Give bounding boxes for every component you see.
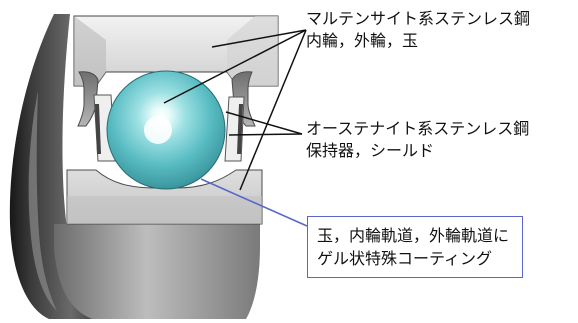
material-2-label: オーステナイト系ステンレス鋼 保持器，シールド xyxy=(306,118,529,162)
inner-ring-shadow xyxy=(67,196,262,224)
outer-ring-side-right xyxy=(227,16,278,86)
outer-side-highlight xyxy=(28,91,57,311)
material-1-line-2: 内輪，外輪，玉 xyxy=(306,31,419,50)
material-1-leaders xyxy=(163,29,307,191)
inner-body-lower xyxy=(54,224,260,319)
coating-line-1: 玉，内輪軌道，外輪軌道に xyxy=(317,226,510,245)
left-retainer-dark xyxy=(95,104,101,154)
material-2-line-1: オーステナイト系ステンレス鋼 xyxy=(306,119,530,138)
ball-highlight xyxy=(144,116,172,144)
material-1-line-1: マルテンサイト系ステンレス鋼 xyxy=(306,9,531,28)
coating-leader xyxy=(200,178,308,227)
left-shield xyxy=(77,71,99,127)
coating-line-2: ゲル状特殊コーティング xyxy=(317,249,493,268)
material-1-label: マルテンサイト系ステンレス鋼 内輪，外輪，玉 xyxy=(306,8,530,52)
material-2-line-2: 保持器，シールド xyxy=(306,141,435,160)
outer-ring-side-left xyxy=(74,16,106,86)
material-2-leaders xyxy=(225,111,303,136)
coating-callout-box: 玉，内輪軌道，外輪軌道に ゲル状特殊コーティング xyxy=(307,216,523,278)
